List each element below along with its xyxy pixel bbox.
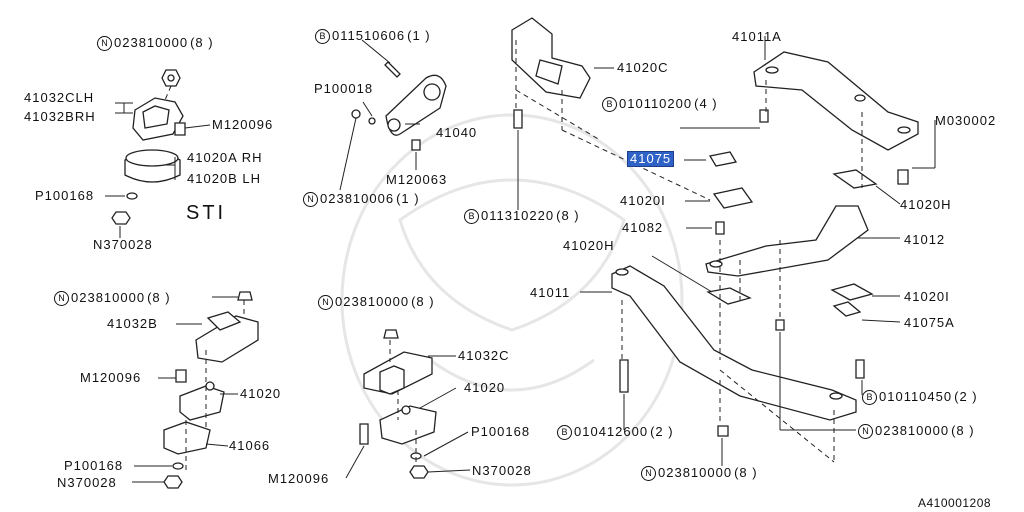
watermark [340,113,684,487]
callout-41032brh: 41032BRH [24,109,96,124]
callout-41020h-b: 41020H [563,238,615,253]
callout-41032clh: 41032CLH [24,90,95,105]
callout-n370028-b: N370028 [57,475,117,490]
callout-m120096-b: M120096 [80,370,142,385]
callout-41020: 41020 [240,386,282,401]
callout-41012: 41012 [904,232,946,247]
callout-41020i-a: 41020I [620,193,666,208]
engine-mount-lh-group [345,329,471,479]
callout-m030002: M030002 [935,113,997,128]
callout-m120096-c: M120096 [268,471,330,486]
engine-mount-rh-group [132,291,259,489]
callout-m120096-a: M120096 [212,117,274,132]
callout-m120063: M120063 [386,172,448,187]
callout-41040: 41040 [436,125,478,140]
callout-p100018: P100018 [314,81,374,96]
sti-label: STI [186,202,227,224]
callout-p100168-a: P100168 [35,188,95,203]
callout-41075a: 41075A [904,315,955,330]
callout-41032b: 41032B [107,316,158,331]
callout-41020h-a: 41020H [900,197,952,212]
callout-p100168-c: P100168 [471,424,531,439]
callout-41020b-lh: 41020B LH [187,171,262,186]
callout-41082: 41082 [622,220,664,235]
callout-41020i-b: 41020I [904,289,950,304]
callout-41075-highlighted[interactable]: 41075 [626,151,675,167]
callout-41020a-rh: 41020A RH [187,150,263,165]
pitch-stopper-group [339,39,447,191]
crossmember-group [511,17,936,466]
callout-41011: 41011 [530,285,571,300]
callout-p100168-b: P100168 [64,458,124,473]
callout-41011a: 41011A [732,29,782,44]
callout-n370028-a: N370028 [93,237,153,252]
figure-id: A410001208 [918,496,992,510]
callout-41020c: 41020C [617,60,669,75]
engine-mount-sti-group [105,69,211,238]
callout-41066: 41066 [229,438,271,453]
callout-41032c: 41032C [458,348,510,363]
callout-n370028-c: N370028 [472,463,532,478]
callout-41020-b: 41020 [464,380,506,395]
